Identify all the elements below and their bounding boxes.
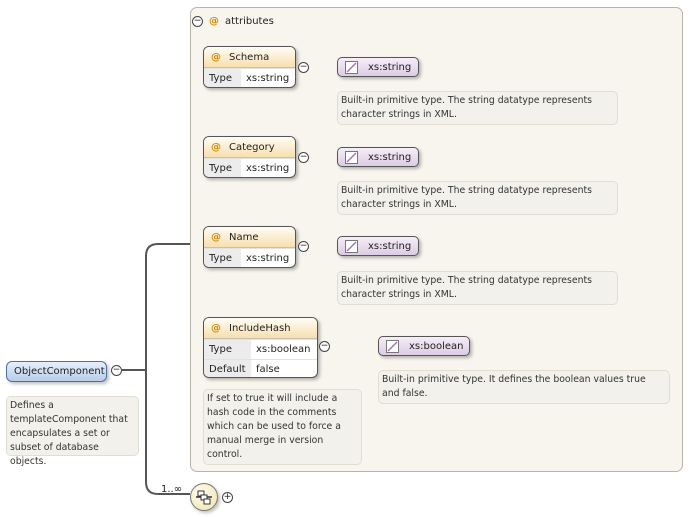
- default-key: Default: [204, 360, 251, 377]
- attribute-name-box[interactable]: @ Name Type xs:string: [203, 226, 296, 268]
- attribute-documentation: If set to true it will include a hash co…: [203, 389, 362, 465]
- type-name: xs:string: [368, 151, 412, 163]
- type-key: Type: [204, 159, 241, 177]
- expand-icon[interactable]: +: [222, 492, 233, 503]
- sequence-cardinality: 1..∞: [161, 484, 183, 495]
- type-value: xs:string: [246, 73, 290, 84]
- attribute-icon: @: [211, 51, 221, 63]
- root-element-name: ObjectComponent: [14, 366, 105, 377]
- type-value: xs:string: [246, 253, 290, 264]
- attribute-icon: @: [211, 322, 221, 334]
- type-name: xs:boolean: [409, 340, 464, 352]
- type-documentation: Built-in primitive type. It defines the …: [378, 370, 670, 404]
- collapse-icon[interactable]: −: [192, 15, 203, 27]
- simple-type-icon: [345, 150, 358, 164]
- type-xs-string[interactable]: xs:string: [337, 236, 419, 256]
- type-value: xs:string: [246, 163, 290, 174]
- branch-connector: [145, 243, 190, 495]
- collapse-icon[interactable]: −: [111, 365, 122, 376]
- attributes-group-header: − @ attributes: [192, 12, 274, 30]
- type-documentation: Built-in primitive type. The string data…: [337, 91, 618, 125]
- root-documentation: Defines a templateComponent that encapsu…: [6, 396, 139, 467]
- collapse-icon[interactable]: −: [298, 152, 309, 163]
- root-element-objectcomponent[interactable]: ObjectComponent: [6, 361, 107, 382]
- collapse-icon[interactable]: −: [298, 62, 309, 73]
- attribute-category[interactable]: @ Category Type xs:string: [203, 136, 296, 178]
- attribute-icon: @: [209, 15, 219, 27]
- type-value: xs:boolean: [256, 344, 311, 355]
- type-documentation: Built-in primitive type. The string data…: [337, 181, 618, 215]
- type-documentation: Built-in primitive type. The string data…: [337, 271, 618, 305]
- type-name: xs:string: [368, 61, 412, 73]
- type-xs-string[interactable]: xs:string: [337, 57, 419, 77]
- sequence-glyph: [196, 490, 212, 505]
- default-value: false: [256, 364, 280, 375]
- type-key: Type: [204, 340, 251, 359]
- type-key: Type: [204, 69, 241, 87]
- type-xs-string[interactable]: xs:string: [337, 147, 419, 167]
- simple-type-icon: [345, 60, 358, 74]
- simple-type-icon: [386, 339, 399, 353]
- type-key: Type: [204, 249, 241, 267]
- attribute-icon: @: [211, 141, 221, 153]
- type-name: xs:string: [368, 240, 412, 252]
- collapse-icon[interactable]: −: [319, 341, 330, 352]
- attribute-icon: @: [211, 231, 221, 243]
- type-xs-boolean[interactable]: xs:boolean: [378, 336, 470, 356]
- attribute-schema[interactable]: @ Schema Type xs:string: [203, 46, 296, 88]
- attribute-name: IncludeHash: [229, 322, 291, 334]
- attributes-group-label: attributes: [225, 15, 274, 27]
- sequence-icon[interactable]: [190, 483, 218, 511]
- simple-type-icon: [345, 239, 358, 253]
- attribute-includehash[interactable]: @ IncludeHash Type xs:boolean Default fa…: [203, 317, 318, 378]
- collapse-icon[interactable]: −: [298, 241, 309, 252]
- attribute-name: Schema: [229, 51, 270, 63]
- attribute-name: Name: [229, 231, 259, 243]
- attribute-name: Category: [229, 141, 275, 153]
